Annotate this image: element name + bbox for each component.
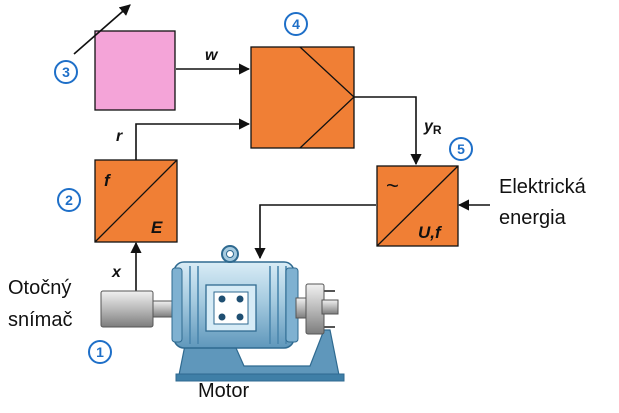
- rotary-sensor-body: [100, 290, 154, 328]
- w-signal-label: w: [205, 47, 219, 64]
- motor-illustration: [100, 245, 345, 382]
- r-signal-line: [135, 118, 251, 160]
- energy-label-line2: energia: [499, 207, 567, 229]
- setpoint-adjust-arrow: [73, 4, 131, 55]
- marker-4-number: 4: [292, 16, 300, 32]
- marker-5-number: 5: [457, 141, 465, 157]
- yr-signal-label: yR: [423, 118, 442, 137]
- marker-3: 3: [54, 60, 78, 84]
- sensor-label-line2: snímač: [8, 309, 72, 331]
- power-converter-label: U,f: [418, 223, 443, 242]
- sensor-block-bottom-label: E: [151, 218, 163, 237]
- setpoint-block: [94, 30, 176, 111]
- sensor-block-top-label: f: [104, 171, 112, 190]
- sensor-converter-diagonal: [94, 159, 178, 243]
- marker-1: 1: [88, 340, 112, 364]
- signal-lines: [130, 63, 490, 291]
- sensor-label-line1: Otočný: [8, 277, 71, 299]
- motor-label: Motor: [198, 380, 249, 402]
- marker-5: 5: [449, 137, 473, 161]
- motor-coupling: [305, 283, 325, 335]
- converter-output-line: [254, 204, 376, 260]
- marker-4: 4: [284, 12, 308, 36]
- controller-block-symbol: [299, 46, 355, 149]
- marker-1-number: 1: [96, 344, 104, 360]
- marker-2: 2: [57, 188, 81, 212]
- energy-label-line1: Elektrická: [499, 176, 587, 198]
- x-signal-label: x: [111, 264, 122, 281]
- yr-signal-line: [354, 96, 422, 166]
- r-signal-label: r: [116, 128, 123, 145]
- power-converter-diagonal: [376, 165, 459, 247]
- controller-block: [250, 46, 355, 149]
- marker-3-number: 3: [62, 64, 70, 80]
- power-converter-symbol: ~: [386, 173, 399, 198]
- marker-2-number: 2: [65, 192, 73, 208]
